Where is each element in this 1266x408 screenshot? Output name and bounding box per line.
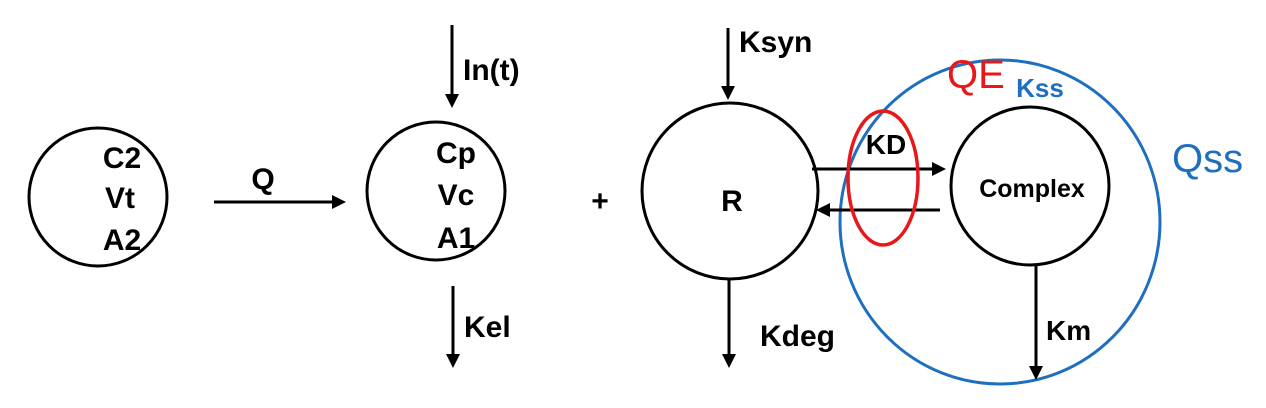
peripheral-label-vt: Vt [105,182,135,215]
kel-arrow: Kel [446,286,511,368]
binding-reverse-arrow [816,203,940,217]
central-compartment: Cp Vc A1 [365,120,507,262]
peripheral-circle [27,126,169,268]
complex-label: Complex [979,175,1085,203]
plus-operator: + [591,185,609,218]
receptor-label: R [721,185,743,218]
qe-label: QE [947,53,1005,97]
peripheral-label-c2: C2 [103,142,141,175]
peripheral-label-a2: A2 [103,224,141,257]
complex-node: Complex [949,105,1111,267]
kss-label: Kss [1016,73,1064,103]
q-arrow: Q [214,163,346,209]
binding-forward-arrow [812,162,946,176]
ksyn-arrow: Ksyn [721,26,812,100]
complex-circle [949,105,1111,267]
central-label-cp: Cp [436,137,476,170]
central-label-a1: A1 [437,222,475,255]
qe-ellipse [846,109,920,247]
receptor-node: R [640,101,820,281]
ksyn-label: Ksyn [739,26,812,59]
kd-label: KD [866,129,906,160]
km-label: Km [1046,315,1091,346]
qss-label: Qss [1172,137,1243,181]
qss-ellipse [838,58,1162,386]
kdeg-arrow: Kdeg [722,280,835,368]
km-arrow: Km [1029,266,1091,380]
input-arrow: In(t) [445,25,520,108]
input-label: In(t) [463,54,520,87]
q-label: Q [251,163,274,196]
kel-label: Kel [464,311,511,344]
central-label-vc: Vc [438,179,475,212]
kdeg-label: Kdeg [760,320,835,353]
central-circle [365,120,507,262]
receptor-circle [640,101,820,281]
peripheral-compartment: C2 Vt A2 [27,126,169,268]
